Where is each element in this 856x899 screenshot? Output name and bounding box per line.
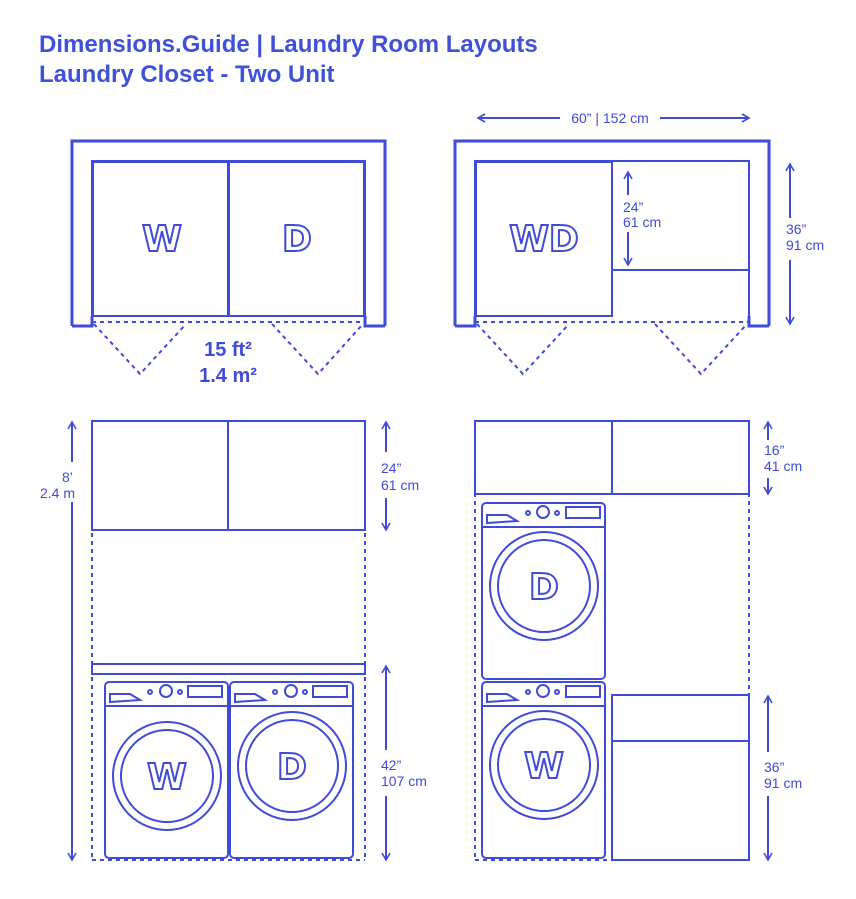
plan-stacked: WD 60” | 152 cm 24” 61 cm 36” 91 cm bbox=[453, 110, 824, 376]
counter-depth-in: 24” bbox=[623, 199, 644, 215]
height-m: 2.4 m bbox=[40, 485, 75, 501]
base-cm: 91 cm bbox=[764, 775, 802, 791]
upper-cm: 61 cm bbox=[381, 477, 419, 493]
counter-depth-cm: 61 cm bbox=[623, 214, 661, 230]
stacked-washer: W bbox=[481, 681, 606, 859]
page-subtitle: Laundry Closet - Two Unit bbox=[39, 61, 335, 88]
upper2-in: 16” bbox=[764, 442, 785, 458]
dryer-elev-label: D bbox=[277, 747, 307, 788]
washer-front: W bbox=[104, 681, 229, 859]
stacked-dryer: D bbox=[481, 502, 606, 680]
combo-label: WD bbox=[509, 219, 579, 260]
appliance-cm: 107 cm bbox=[381, 773, 427, 789]
depth-cm: 91 cm bbox=[786, 237, 824, 253]
upper2-cm: 41 cm bbox=[764, 458, 802, 474]
base-in: 36” bbox=[764, 759, 785, 775]
area-imperial: 15 ft² bbox=[204, 339, 252, 361]
width-dim: 60” | 152 cm bbox=[571, 110, 649, 126]
washer-label: W bbox=[142, 219, 182, 260]
countertop bbox=[91, 663, 366, 675]
depth-in: 36” bbox=[786, 221, 807, 237]
stacked-washer-label: W bbox=[524, 746, 564, 787]
dryer-plan bbox=[228, 161, 365, 317]
washer-elev-label: W bbox=[147, 757, 187, 798]
page-title: Dimensions.Guide | Laundry Room Layouts bbox=[39, 31, 538, 58]
stacked-dryer-label: D bbox=[529, 567, 559, 608]
elevation-side-by-side: W D 8’ 2.4 m 24” 61 cm 42” 107 cm bbox=[40, 420, 427, 862]
combo-plan bbox=[475, 161, 613, 317]
elevation-stacked: D W 16” 41 cm 36” 91 cm bbox=[474, 420, 802, 862]
dryer-front: D bbox=[229, 681, 354, 859]
base-cabinet bbox=[611, 694, 750, 861]
area-metric: 1.4 m² bbox=[199, 365, 257, 387]
dryer-label: D bbox=[282, 219, 312, 260]
appliance-in: 42” bbox=[381, 757, 402, 773]
height-in: 8’ bbox=[62, 469, 73, 485]
upper-in: 24” bbox=[381, 460, 402, 476]
plan-side-by-side: W D 15 ft² 1.4 m² bbox=[70, 139, 387, 387]
